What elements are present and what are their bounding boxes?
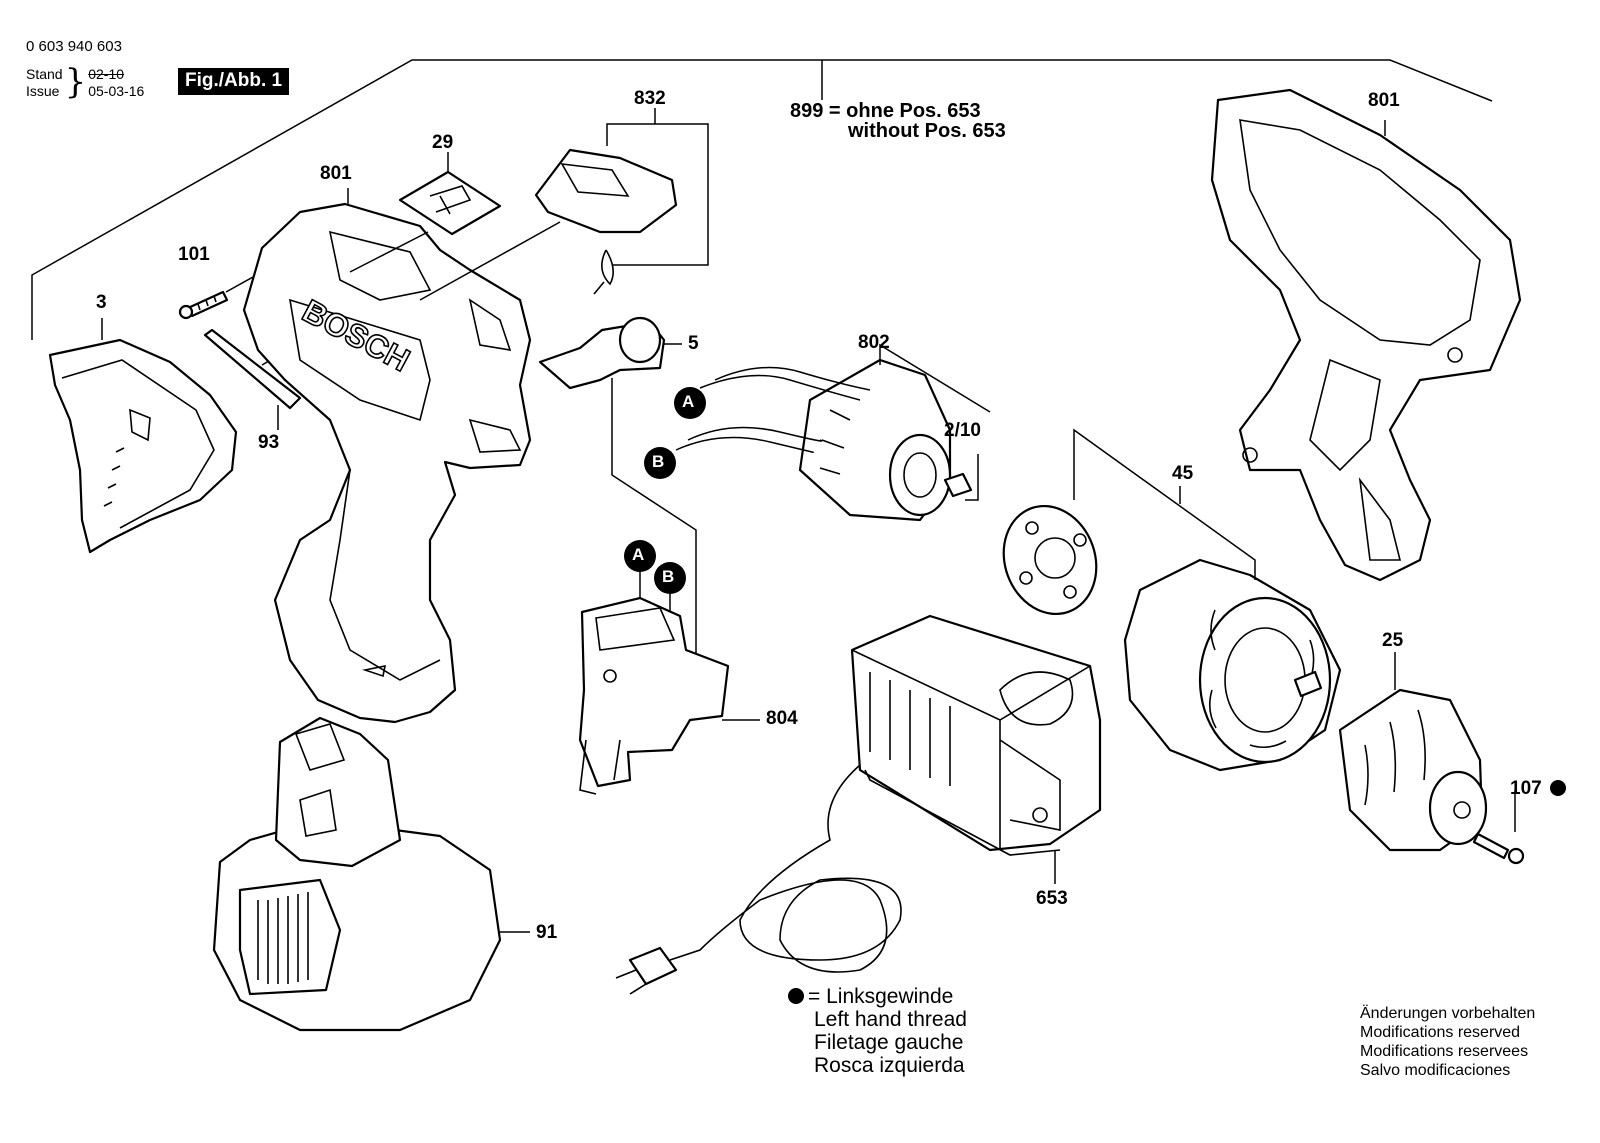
- note-line-1: 899 = ohne Pos. 653: [790, 100, 981, 122]
- modifications-notice: Änderungen vorbehalten Modifications res…: [1360, 1004, 1535, 1080]
- switch-slide-5-part: [538, 316, 697, 655]
- connector-b-label-motor: B: [652, 452, 665, 471]
- charger-653-part: [850, 614, 1102, 884]
- part-number-832: 832: [634, 88, 666, 109]
- connector-a-marker-motor: [674, 387, 706, 419]
- part-number-45: 45: [1172, 463, 1194, 484]
- part-number-2-10: 2/10: [944, 420, 981, 441]
- part-number-101: 101: [178, 244, 210, 265]
- stand-label: Stand: [26, 66, 63, 82]
- part-number-107: 107: [1510, 778, 1542, 799]
- legend-line-3: Filetage gauche: [814, 1031, 964, 1054]
- battery-91-part: [212, 716, 530, 1032]
- part-number-802: 802: [858, 332, 890, 353]
- legend: = Linksgewinde Left hand thread Filetage…: [788, 985, 967, 1077]
- issue-date: 05-03-16: [88, 83, 145, 99]
- connector-a-marker-switch: [624, 540, 656, 572]
- connector-markers: [624, 387, 706, 615]
- connector-b-marker-switch: [654, 562, 686, 594]
- figure-label: Fig./Abb. 1: [178, 68, 290, 95]
- part-number-653: 653: [1036, 888, 1068, 909]
- modifications-line-4: Salvo modificaciones: [1360, 1062, 1511, 1079]
- connector-a-label-motor: A: [682, 392, 695, 411]
- legend-line-2: Left hand thread: [814, 1008, 967, 1031]
- part-number-29: 29: [432, 132, 454, 153]
- part-number-804: 804: [766, 708, 798, 729]
- gearbox-45-part: [1002, 428, 1342, 772]
- part-number-25: 25: [1382, 630, 1404, 651]
- issue-label: Issue: [26, 83, 60, 99]
- housing-left-part: BOSCH: [242, 188, 532, 724]
- cover-29-part: [349, 152, 502, 273]
- power-cord: [615, 764, 902, 995]
- switch-804-part: [578, 596, 760, 795]
- screw-107-part: [1472, 780, 1566, 865]
- part-number-91: 91: [536, 922, 558, 943]
- assembly-bracket: [31, 59, 1493, 340]
- legend-line-4: Rosca izquierda: [814, 1054, 965, 1077]
- part-number-801-right: 801: [1368, 90, 1400, 111]
- stand-date: 02-10: [88, 66, 125, 82]
- connector-a-label-switch: A: [632, 545, 645, 564]
- side-cover-part: [48, 318, 238, 554]
- motor-802-part: [675, 343, 991, 522]
- part-number-93: 93: [258, 432, 280, 453]
- document-number: 0 603 940 603: [26, 38, 122, 55]
- part-number-5: 5: [688, 333, 699, 354]
- legend-line-1: = Linksgewinde: [808, 985, 954, 1008]
- housing-right-part: [1210, 88, 1522, 582]
- revision-block: Stand Issue } 02-10 05-03-16: [26, 62, 145, 102]
- brace-icon: }: [64, 62, 87, 102]
- modifications-line-3: Modifications reservees: [1360, 1043, 1529, 1060]
- connector-b-marker-motor: [644, 447, 676, 479]
- assembly-note: 899 = ohne Pos. 653 without Pos. 653: [790, 101, 1006, 141]
- connector-b-label-switch: B: [662, 567, 675, 586]
- modifications-line-1: Änderungen vorbehalten: [1360, 1005, 1536, 1022]
- note-line-2: without Pos. 653: [848, 120, 1006, 142]
- switch-button-832-part: [419, 108, 709, 301]
- left-hand-thread-marker: [1550, 780, 1566, 796]
- modifications-line-2: Modifications reserved: [1360, 1024, 1521, 1041]
- part-number-801-left: 801: [320, 163, 352, 184]
- chuck-25-part: [1338, 652, 1488, 852]
- part-number-3: 3: [96, 292, 107, 313]
- bullet-icon: [788, 988, 804, 1004]
